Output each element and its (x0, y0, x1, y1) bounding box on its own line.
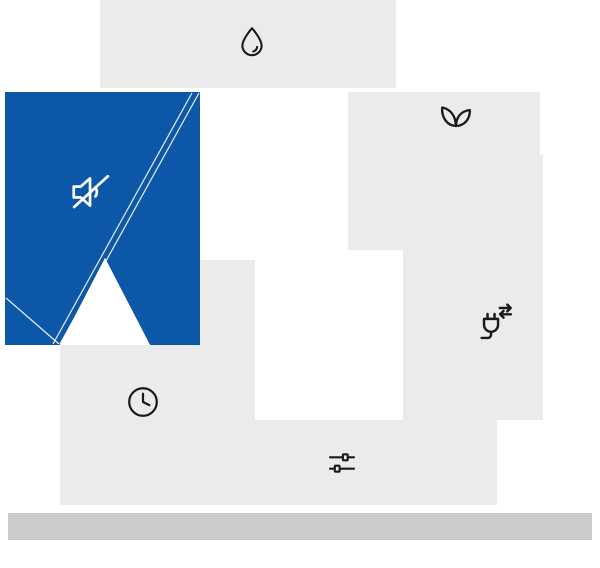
tile-right (403, 155, 543, 420)
tile-bottom-center (200, 420, 497, 505)
clock-icon[interactable] (124, 383, 162, 421)
bottom-bar (8, 513, 592, 540)
blue-ribbon-banner (5, 92, 200, 345)
speaker-muted-icon[interactable] (68, 169, 114, 215)
leaf-icon[interactable] (436, 93, 476, 133)
water-drop-icon[interactable] (234, 24, 270, 60)
sliders-icon[interactable] (324, 445, 360, 481)
plug-swap-icon[interactable] (476, 301, 518, 343)
tile-top (100, 0, 396, 88)
